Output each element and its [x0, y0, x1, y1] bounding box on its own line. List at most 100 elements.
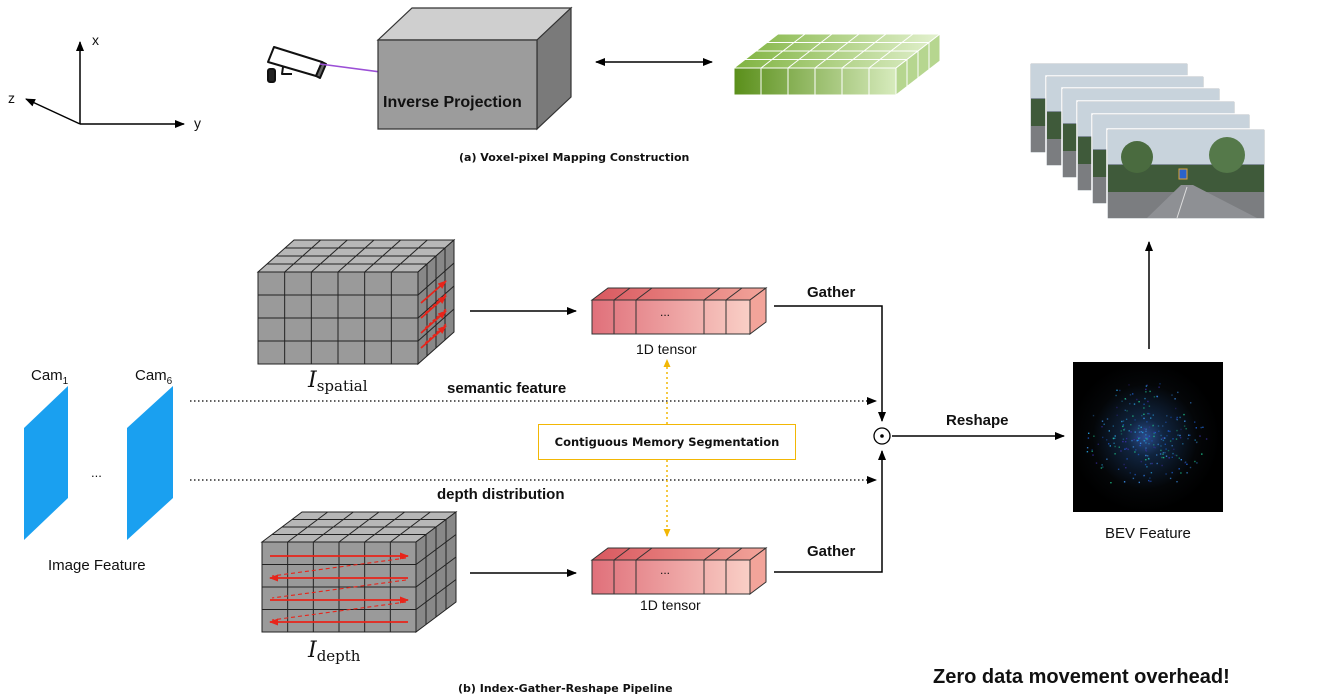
bev-point — [1124, 448, 1126, 450]
bev-point — [1112, 437, 1115, 439]
bev-point — [1143, 417, 1145, 420]
tensor-bottom-label: 1D tensor — [640, 597, 701, 613]
bev-point — [1136, 436, 1139, 438]
bev-point — [1125, 418, 1128, 420]
bev-point — [1153, 435, 1155, 438]
bev-point — [1150, 480, 1152, 482]
bev-point — [1143, 474, 1145, 477]
spatial-order-arrow — [420, 295, 447, 319]
bev-point — [1126, 458, 1128, 460]
tagline: Zero data movement overhead! — [933, 666, 1230, 688]
bev-point — [1087, 437, 1090, 439]
depth-order-return — [271, 601, 407, 621]
bev-point — [1132, 415, 1134, 417]
depth-index-cube — [260, 511, 458, 633]
bev-point — [1149, 477, 1151, 479]
bev-point — [1134, 473, 1136, 476]
bev-point — [1092, 414, 1095, 417]
bev-point — [1132, 393, 1134, 395]
bev-point — [1139, 444, 1141, 447]
tensor-front-face — [591, 559, 751, 595]
bev-point — [1194, 421, 1196, 423]
bev-point — [1132, 477, 1135, 480]
front-image-road — [1147, 185, 1257, 218]
bev-point — [1114, 435, 1116, 437]
bev-point — [1151, 462, 1153, 465]
bev-point — [1144, 463, 1147, 466]
depth-order-return — [271, 579, 407, 599]
bev-point — [1178, 457, 1180, 459]
bev-point — [1194, 439, 1196, 441]
bev-feature-map — [1073, 362, 1223, 512]
gather-top-label: Gather — [807, 284, 856, 301]
bev-feature-label: BEV Feature — [1105, 525, 1191, 542]
bev-point — [1167, 449, 1170, 452]
axis-x-label: x — [92, 32, 99, 48]
bev-point — [1117, 468, 1120, 470]
bev-point — [1124, 428, 1126, 430]
bev-point — [1158, 386, 1160, 388]
bev-point — [1168, 457, 1170, 459]
front-image-tree — [1121, 141, 1153, 173]
bev-point — [1123, 429, 1125, 431]
bev-point — [1116, 389, 1118, 391]
bev-point — [1106, 418, 1109, 420]
bev-point — [1158, 430, 1160, 432]
inverse-projection-label: Inverse Projection — [383, 94, 522, 111]
bev-point — [1131, 439, 1133, 442]
bev-point — [1166, 435, 1168, 437]
bev-point — [1091, 450, 1093, 452]
bev-point — [1153, 431, 1155, 433]
bev-point — [1165, 473, 1167, 475]
bev-point — [1138, 431, 1141, 433]
bev-point — [1088, 432, 1090, 434]
bev-point — [1165, 448, 1167, 450]
bev-point — [1202, 426, 1204, 428]
bev-point — [1139, 442, 1142, 444]
bev-point — [1200, 426, 1202, 429]
bev-point — [1184, 420, 1186, 422]
bev-point — [1097, 443, 1099, 445]
tensor-cell-divider — [725, 287, 743, 301]
tensor-bottom-ellipsis: ... — [660, 563, 671, 577]
bev-point — [1101, 426, 1103, 428]
bev-point — [1127, 448, 1129, 451]
bev-point — [1145, 385, 1148, 387]
bev-point — [1188, 434, 1190, 436]
bev-point — [1123, 463, 1125, 466]
bev-point — [1114, 437, 1116, 439]
bev-point — [1143, 413, 1145, 415]
gather-bottom-arrow — [774, 450, 886, 573]
bev-point — [1138, 481, 1140, 484]
spatial-index-label: Ispatial — [308, 368, 368, 395]
front-image-box — [1178, 168, 1188, 180]
bev-point — [1130, 424, 1132, 426]
bev-point — [1153, 432, 1155, 435]
bev-point — [1100, 467, 1103, 469]
cam-1-label: Cam1 — [31, 367, 69, 387]
semantic-feature-label: semantic feature — [447, 380, 567, 397]
bev-point — [1148, 443, 1150, 445]
bev-point — [1175, 438, 1178, 440]
camera-1-feature-plane — [24, 386, 68, 540]
bev-point — [1108, 430, 1110, 432]
bev-point — [1129, 403, 1131, 405]
bev-point — [1159, 383, 1161, 385]
bev-point — [1148, 413, 1151, 415]
bev-point — [1136, 398, 1138, 401]
bev-point — [1160, 434, 1162, 437]
bev-point — [1120, 450, 1122, 452]
tensor-cell-divider — [703, 287, 721, 301]
spatial-order-arrow — [420, 280, 447, 304]
bev-point — [1145, 449, 1147, 451]
bev-point — [1148, 405, 1151, 407]
bev-point — [1141, 414, 1143, 417]
bev-point — [1196, 462, 1198, 464]
segmentation-label: Contiguous Memory Segmentation — [554, 435, 780, 449]
camera-icon — [267, 46, 327, 83]
bev-point — [1138, 437, 1140, 439]
bev-point — [1125, 398, 1127, 400]
bev-point — [1116, 406, 1118, 409]
bev-point — [1160, 445, 1162, 447]
bev-point — [1164, 443, 1166, 445]
